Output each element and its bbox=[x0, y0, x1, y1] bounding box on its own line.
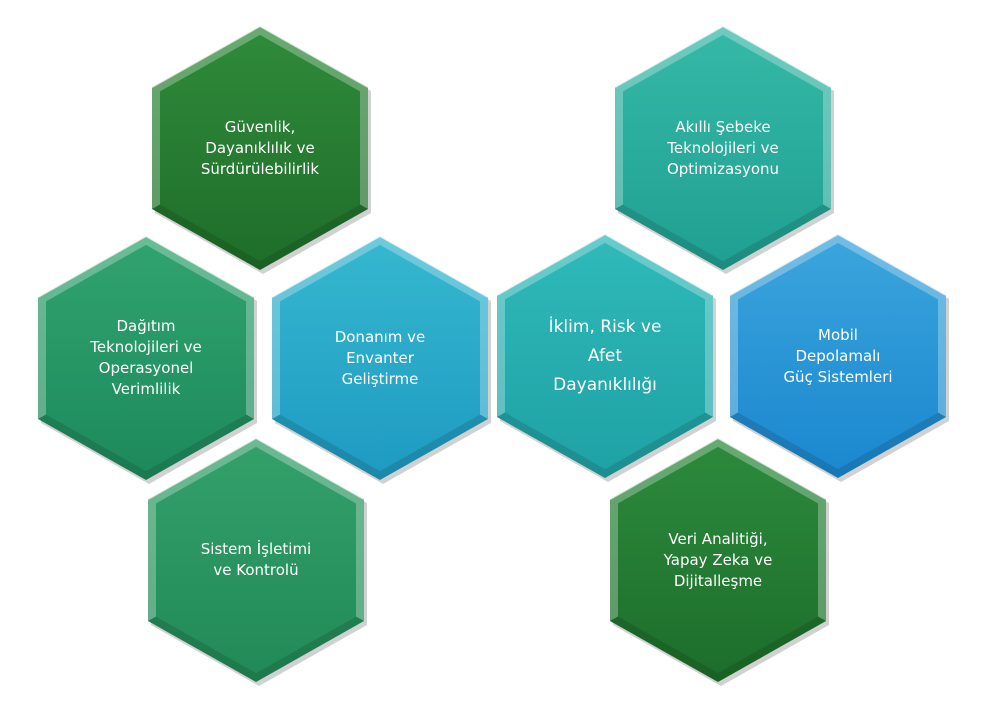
hexagon-face bbox=[280, 245, 480, 471]
hexagon-gloss bbox=[496, 232, 714, 296]
hexagon-sistem bbox=[147, 436, 367, 686]
hexagon-face bbox=[618, 447, 818, 673]
hexagon-face bbox=[160, 35, 360, 261]
hexagon-mobil bbox=[729, 232, 949, 482]
hexagon-iklim bbox=[496, 232, 716, 482]
hexagon-gloss bbox=[37, 234, 255, 298]
hexagon-face bbox=[738, 243, 938, 469]
hexagon-gloss bbox=[614, 24, 832, 88]
hexagon-donanim bbox=[271, 234, 491, 484]
hexagon-face bbox=[623, 35, 823, 261]
hexagon-dagitim bbox=[37, 234, 257, 484]
hexagon-guvenlik bbox=[151, 24, 371, 274]
hexagon-veri bbox=[609, 436, 829, 686]
hexagon-akilli bbox=[614, 24, 834, 274]
hexagon-gloss bbox=[271, 234, 489, 298]
hexagon-face bbox=[46, 245, 246, 471]
hexagon-gloss bbox=[609, 436, 827, 500]
hexagon-gloss bbox=[151, 24, 369, 88]
hexagon-face bbox=[156, 447, 356, 673]
hexagon-face bbox=[505, 243, 705, 469]
hexagon-gloss bbox=[729, 232, 947, 296]
hexagon-gloss bbox=[147, 436, 365, 500]
